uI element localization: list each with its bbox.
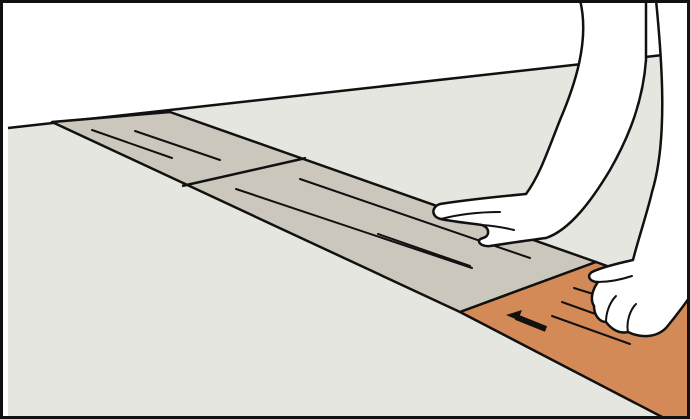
arrow-left-icon (506, 310, 548, 332)
left-hand-finger-lines (440, 211, 515, 231)
right-hand-finger-lines (597, 275, 637, 333)
right-arm (587, 0, 690, 338)
plank-joint (181, 156, 307, 188)
plank-grain-lines-1 (91, 129, 221, 161)
